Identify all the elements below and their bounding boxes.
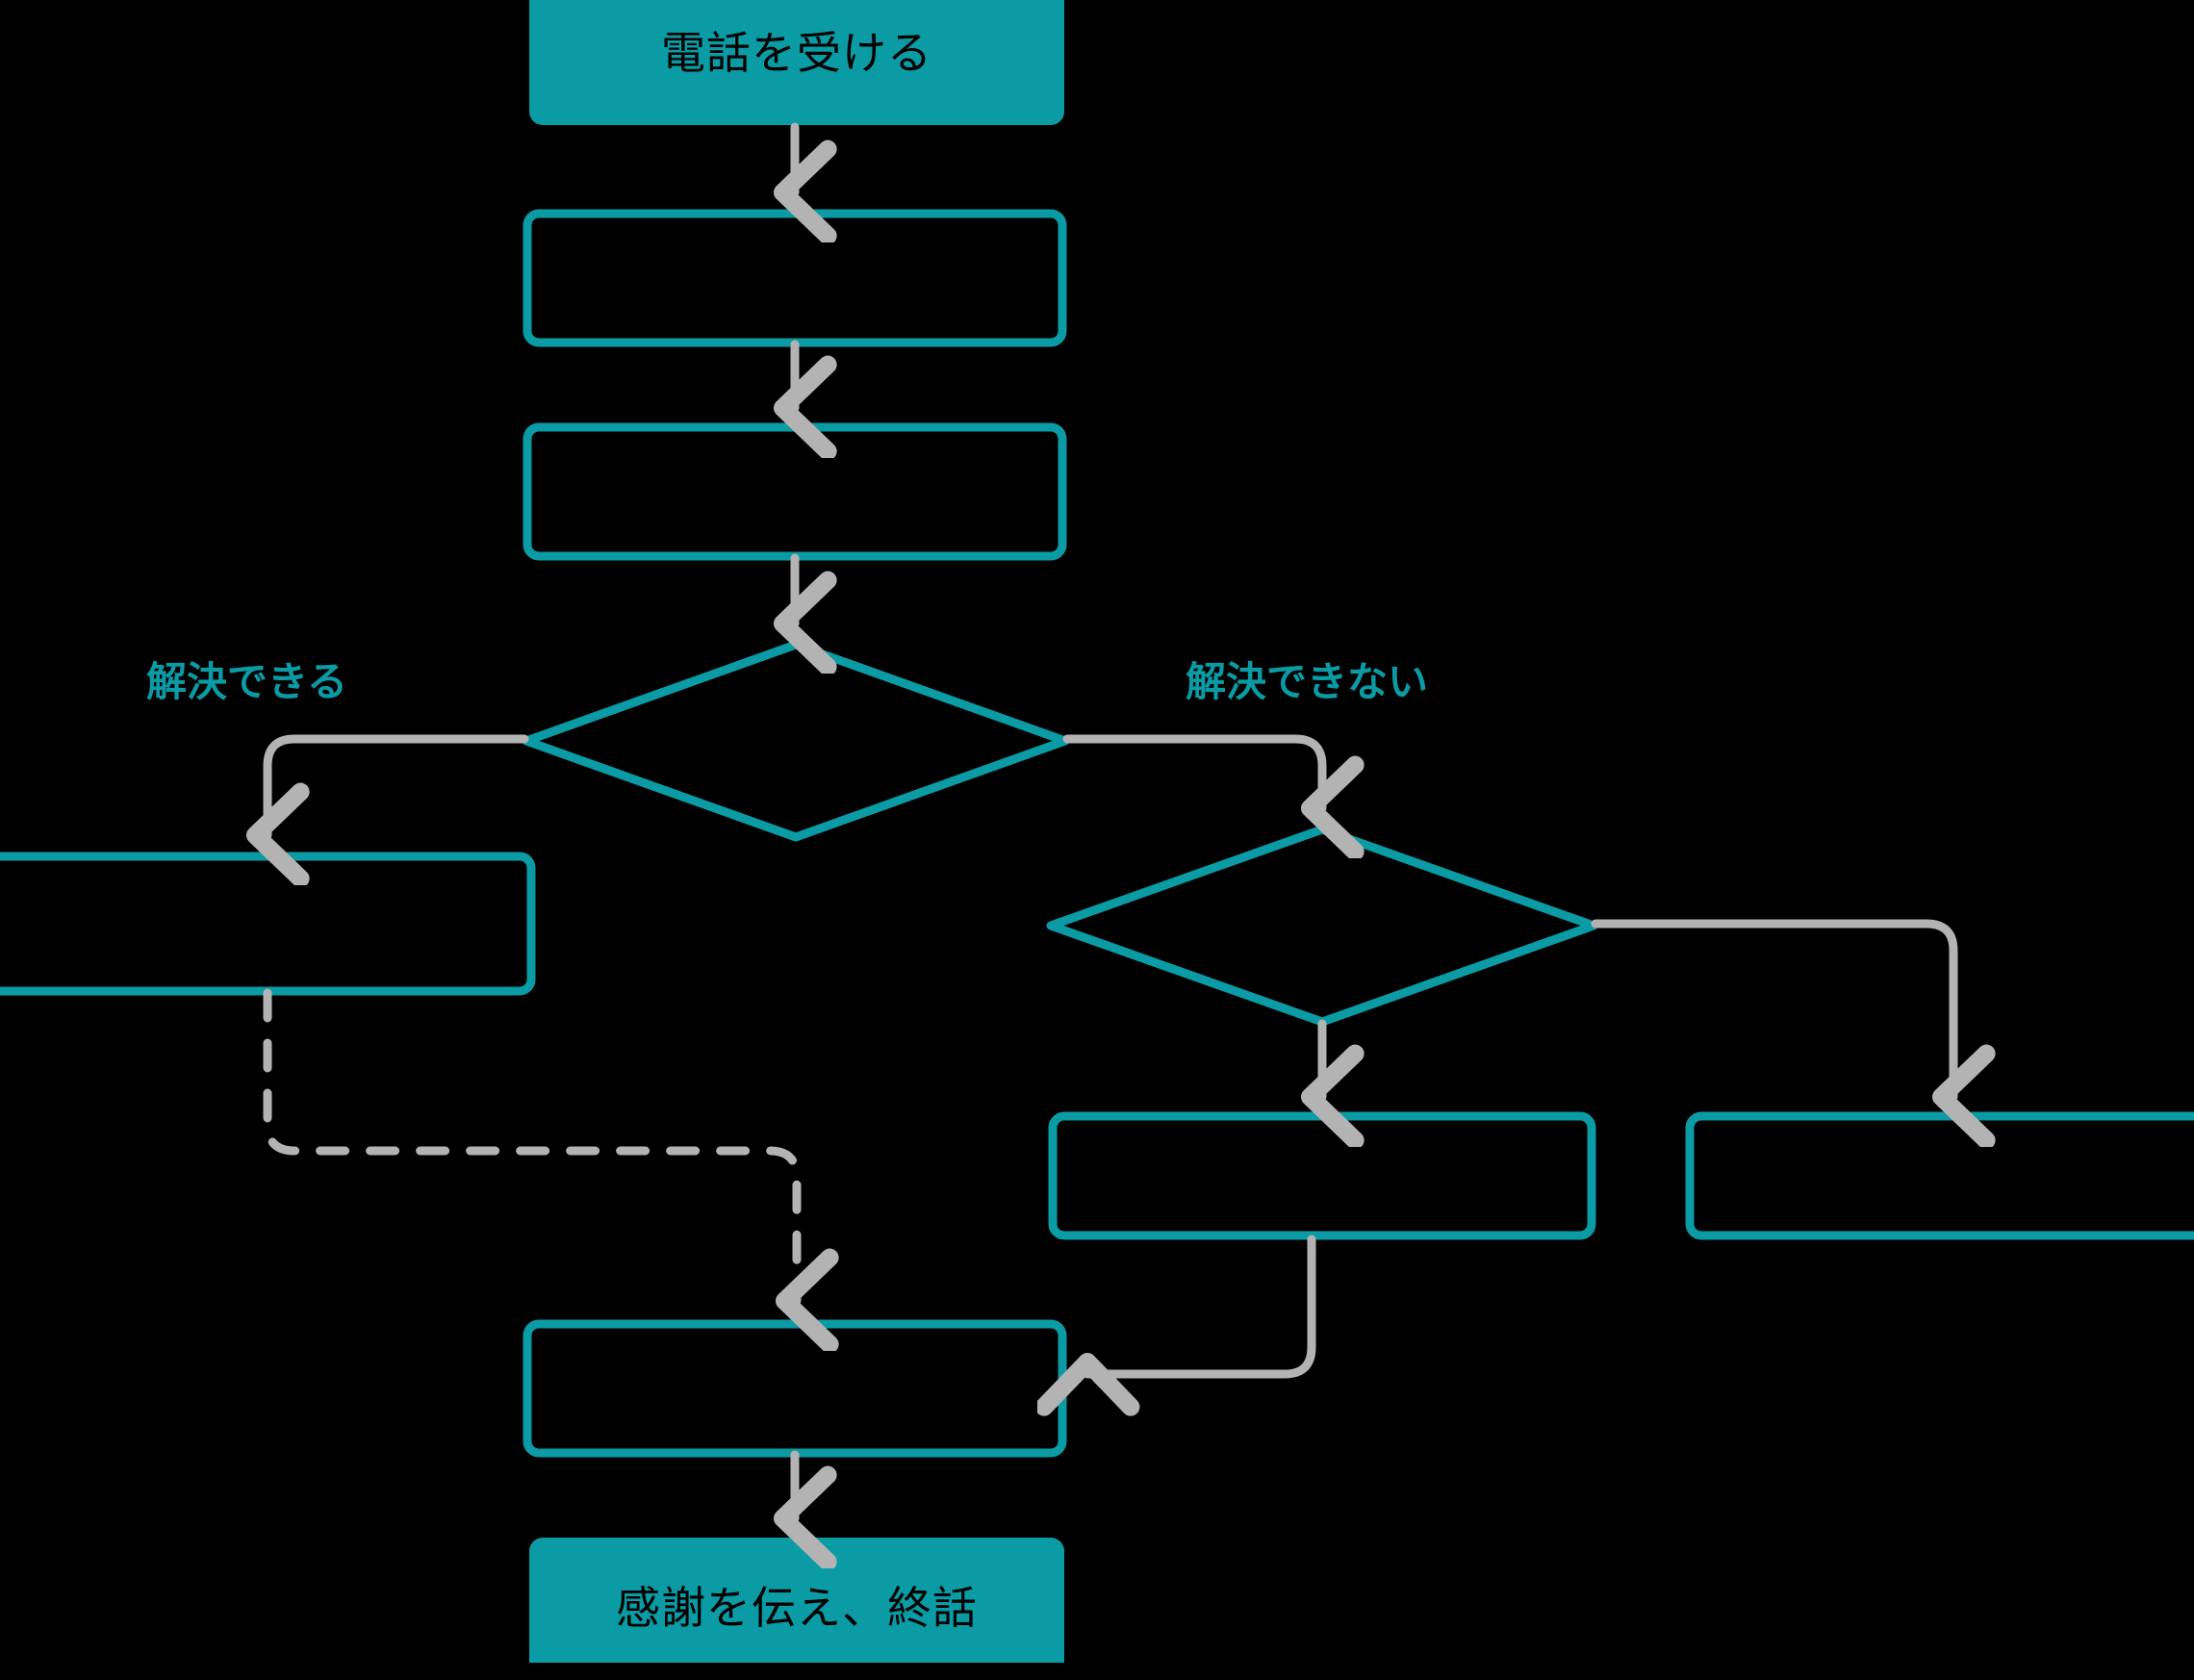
node-n7-shape <box>523 1319 1067 1458</box>
edge-d2-n6 <box>1591 919 1953 1097</box>
node-d1-shape <box>522 640 1070 842</box>
node-n4-shape <box>0 852 536 996</box>
edge-label-yes: 解決できる <box>146 658 348 705</box>
edge-d1-n4 <box>268 734 529 835</box>
node-n3-shape <box>523 422 1067 561</box>
node-n8-shape <box>529 1538 1064 1663</box>
node-n1-shape <box>529 0 1064 125</box>
node-n5-shape <box>1048 1111 1596 1240</box>
edge-label-no: 解決できない <box>1186 658 1429 705</box>
node-n2-shape <box>523 209 1067 347</box>
node-n6-shape <box>1685 1111 2194 1240</box>
edge-n5-n7 <box>1087 1235 1316 1374</box>
edge-d1-d2 <box>1062 734 1322 808</box>
node-d2-shape <box>1046 825 1598 1027</box>
edge-n4-n7-dashed <box>263 988 797 1301</box>
